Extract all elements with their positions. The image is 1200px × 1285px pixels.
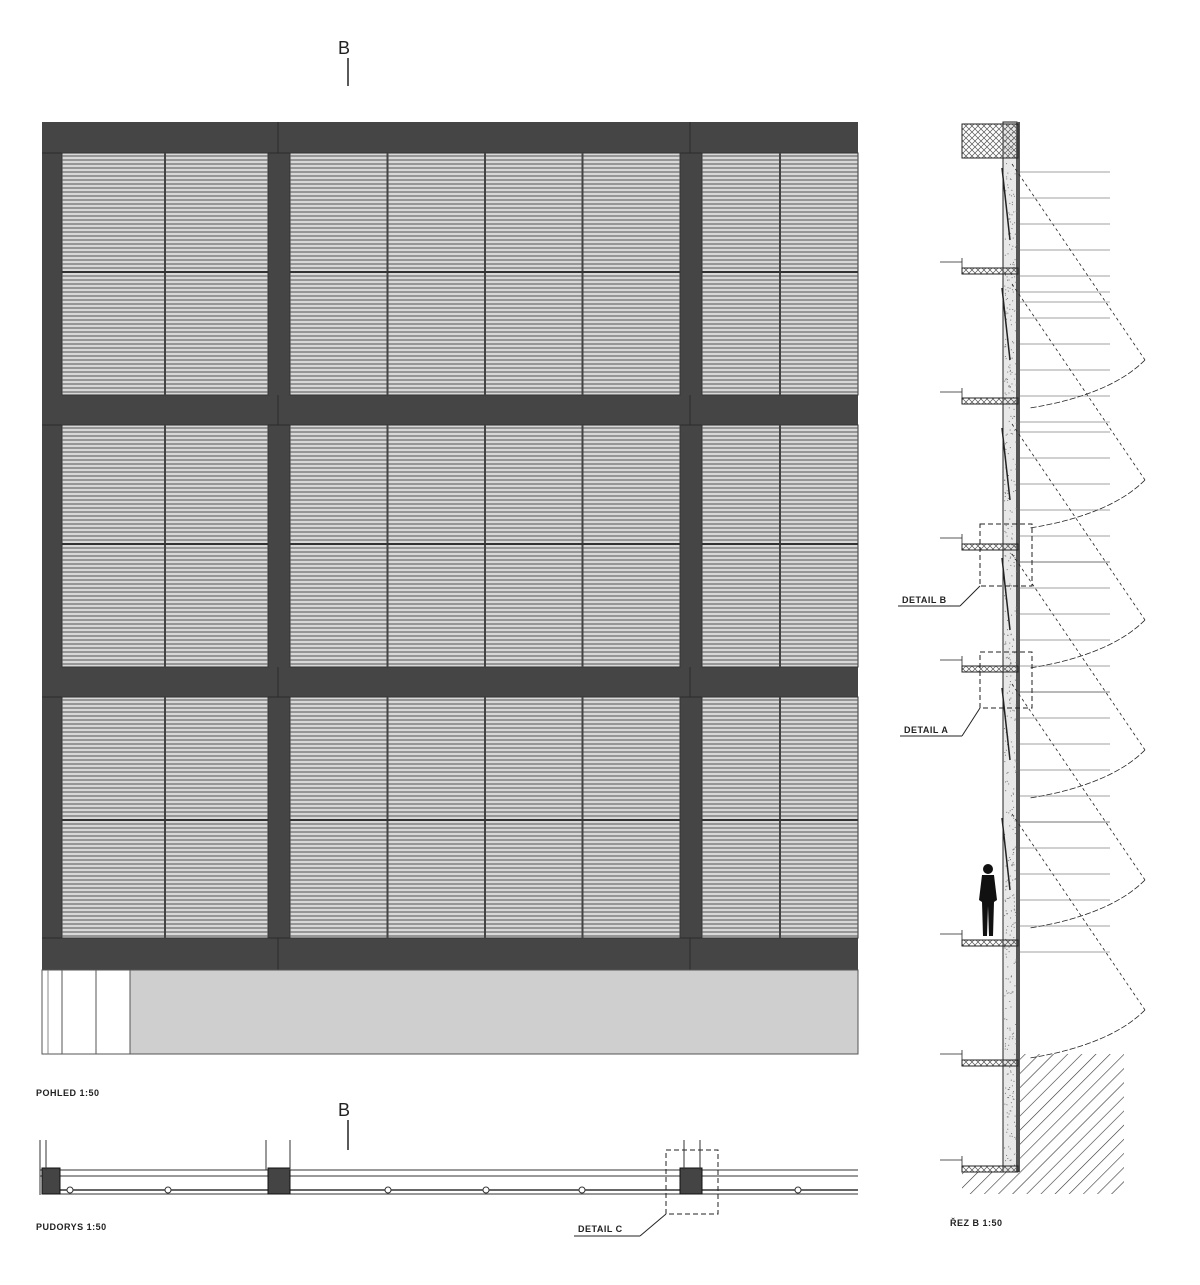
louver-panel [61,152,269,396]
facade-elevation [41,122,859,1055]
louver-swing [1001,163,1146,409]
section-slab [940,1050,1019,1067]
section-slab [940,930,1019,947]
section-wall [1002,121,1018,1173]
louver-swing [1001,813,1146,1059]
louver-swing [1001,553,1146,799]
section-mark-plan: B [338,1100,350,1150]
louver-panel [289,696,681,939]
section-slab [940,1156,1019,1173]
plan-mullion [794,1186,802,1194]
section-ground [1020,1054,1124,1194]
louver-swing [1001,423,1146,669]
plan-mullion [384,1186,392,1194]
louver-panel [61,424,269,668]
section-slab [940,656,1019,673]
plan-column [41,1167,61,1195]
section-slab [940,534,1019,551]
plan-mullion [66,1186,74,1194]
louver-panel [701,152,859,396]
detail-c-label: DETAIL C [578,1224,623,1234]
louver-panel [701,696,859,939]
louver-swing [1001,283,1146,529]
section-mark-plan-label: B [338,1100,350,1120]
plan-mullion [164,1186,172,1194]
louver-panel [701,424,859,668]
louver-swing [1001,683,1146,929]
detail-b-label: DETAIL B [902,595,947,605]
plan-mullion [482,1186,490,1194]
person-figure [979,864,997,936]
louver-panel [61,696,269,939]
elevation-title: POHLED 1:50 [36,1088,100,1098]
louver-panel [289,152,681,396]
section-slab [940,388,1019,405]
detail-a-label: DETAIL A [904,725,948,735]
section-mark-top-label: B [338,38,350,58]
plan-title: PUDORYS 1:50 [36,1222,107,1232]
louver-panel [289,424,681,668]
ground-floor-base [41,969,859,1055]
section-mark-top: B [338,38,350,86]
floor-plan-strip: DETAIL C [39,1140,858,1237]
section-slab [940,258,1019,275]
section-title: ŘEZ B 1:50 [950,1217,1003,1228]
plan-column [267,1167,291,1195]
detail-b-bubble [979,523,1033,587]
detail-a-bubble [979,651,1033,709]
detail-c-bubble [665,1149,719,1215]
entrance-door [41,969,131,1055]
louver-panels [61,152,859,939]
wall-section: DETAIL B DETAIL A [898,121,1146,1194]
plan-column [679,1167,703,1195]
plan-mullion [578,1186,586,1194]
